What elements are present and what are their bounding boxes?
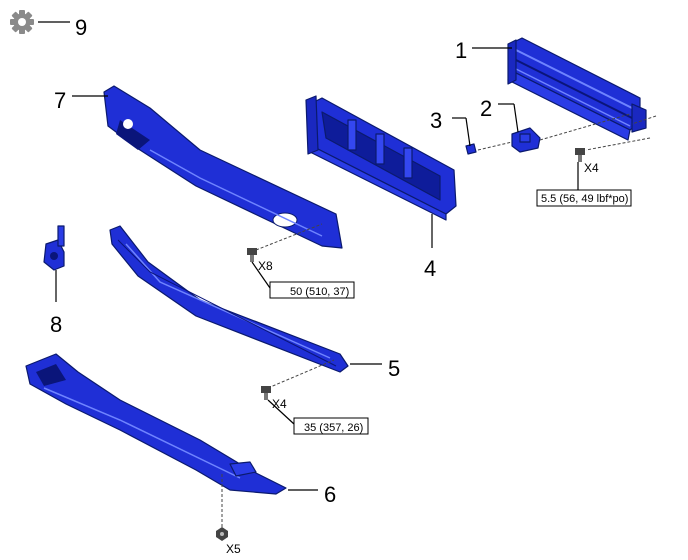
torque-part2: 5.5 (56, 49 lbf*po) bbox=[541, 193, 628, 205]
lower-reinforcement bbox=[25, 353, 287, 495]
callout-5: 5 bbox=[388, 356, 400, 381]
callout-9: 9 bbox=[75, 15, 87, 40]
radiator-support-frame bbox=[305, 95, 457, 221]
callout-1: 1 bbox=[455, 38, 467, 63]
callout-4: 4 bbox=[424, 256, 436, 281]
mount-bracket bbox=[43, 225, 65, 271]
callout-7: 7 bbox=[54, 88, 66, 113]
callout-6: 6 bbox=[324, 482, 336, 507]
qty-part7: X8 bbox=[258, 259, 273, 273]
torque-part5: 35 (357, 26) bbox=[304, 422, 363, 434]
qty-part6: X5 bbox=[226, 542, 241, 556]
nut-icon bbox=[216, 527, 228, 541]
small-clip bbox=[465, 143, 477, 155]
bolt-icon bbox=[261, 386, 271, 400]
torque-box-part7 bbox=[269, 281, 355, 299]
torque-part7: 50 (510, 37) bbox=[290, 286, 349, 298]
bracket bbox=[511, 127, 541, 153]
callout-8: 8 bbox=[50, 312, 62, 337]
bolt-icon bbox=[575, 148, 585, 162]
callout-3: 3 bbox=[430, 108, 442, 133]
upper-support-panel bbox=[507, 37, 647, 141]
qty-part5: X4 bbox=[272, 397, 287, 411]
torque-box-part5 bbox=[293, 417, 369, 435]
gear-icon bbox=[10, 10, 34, 34]
torque-box-part2 bbox=[536, 189, 632, 207]
callout-2: 2 bbox=[480, 96, 492, 121]
bolt-icon bbox=[247, 248, 257, 262]
upper-side-member bbox=[103, 85, 343, 249]
lower-side-member bbox=[109, 225, 349, 373]
qty-part2: X4 bbox=[584, 161, 599, 175]
